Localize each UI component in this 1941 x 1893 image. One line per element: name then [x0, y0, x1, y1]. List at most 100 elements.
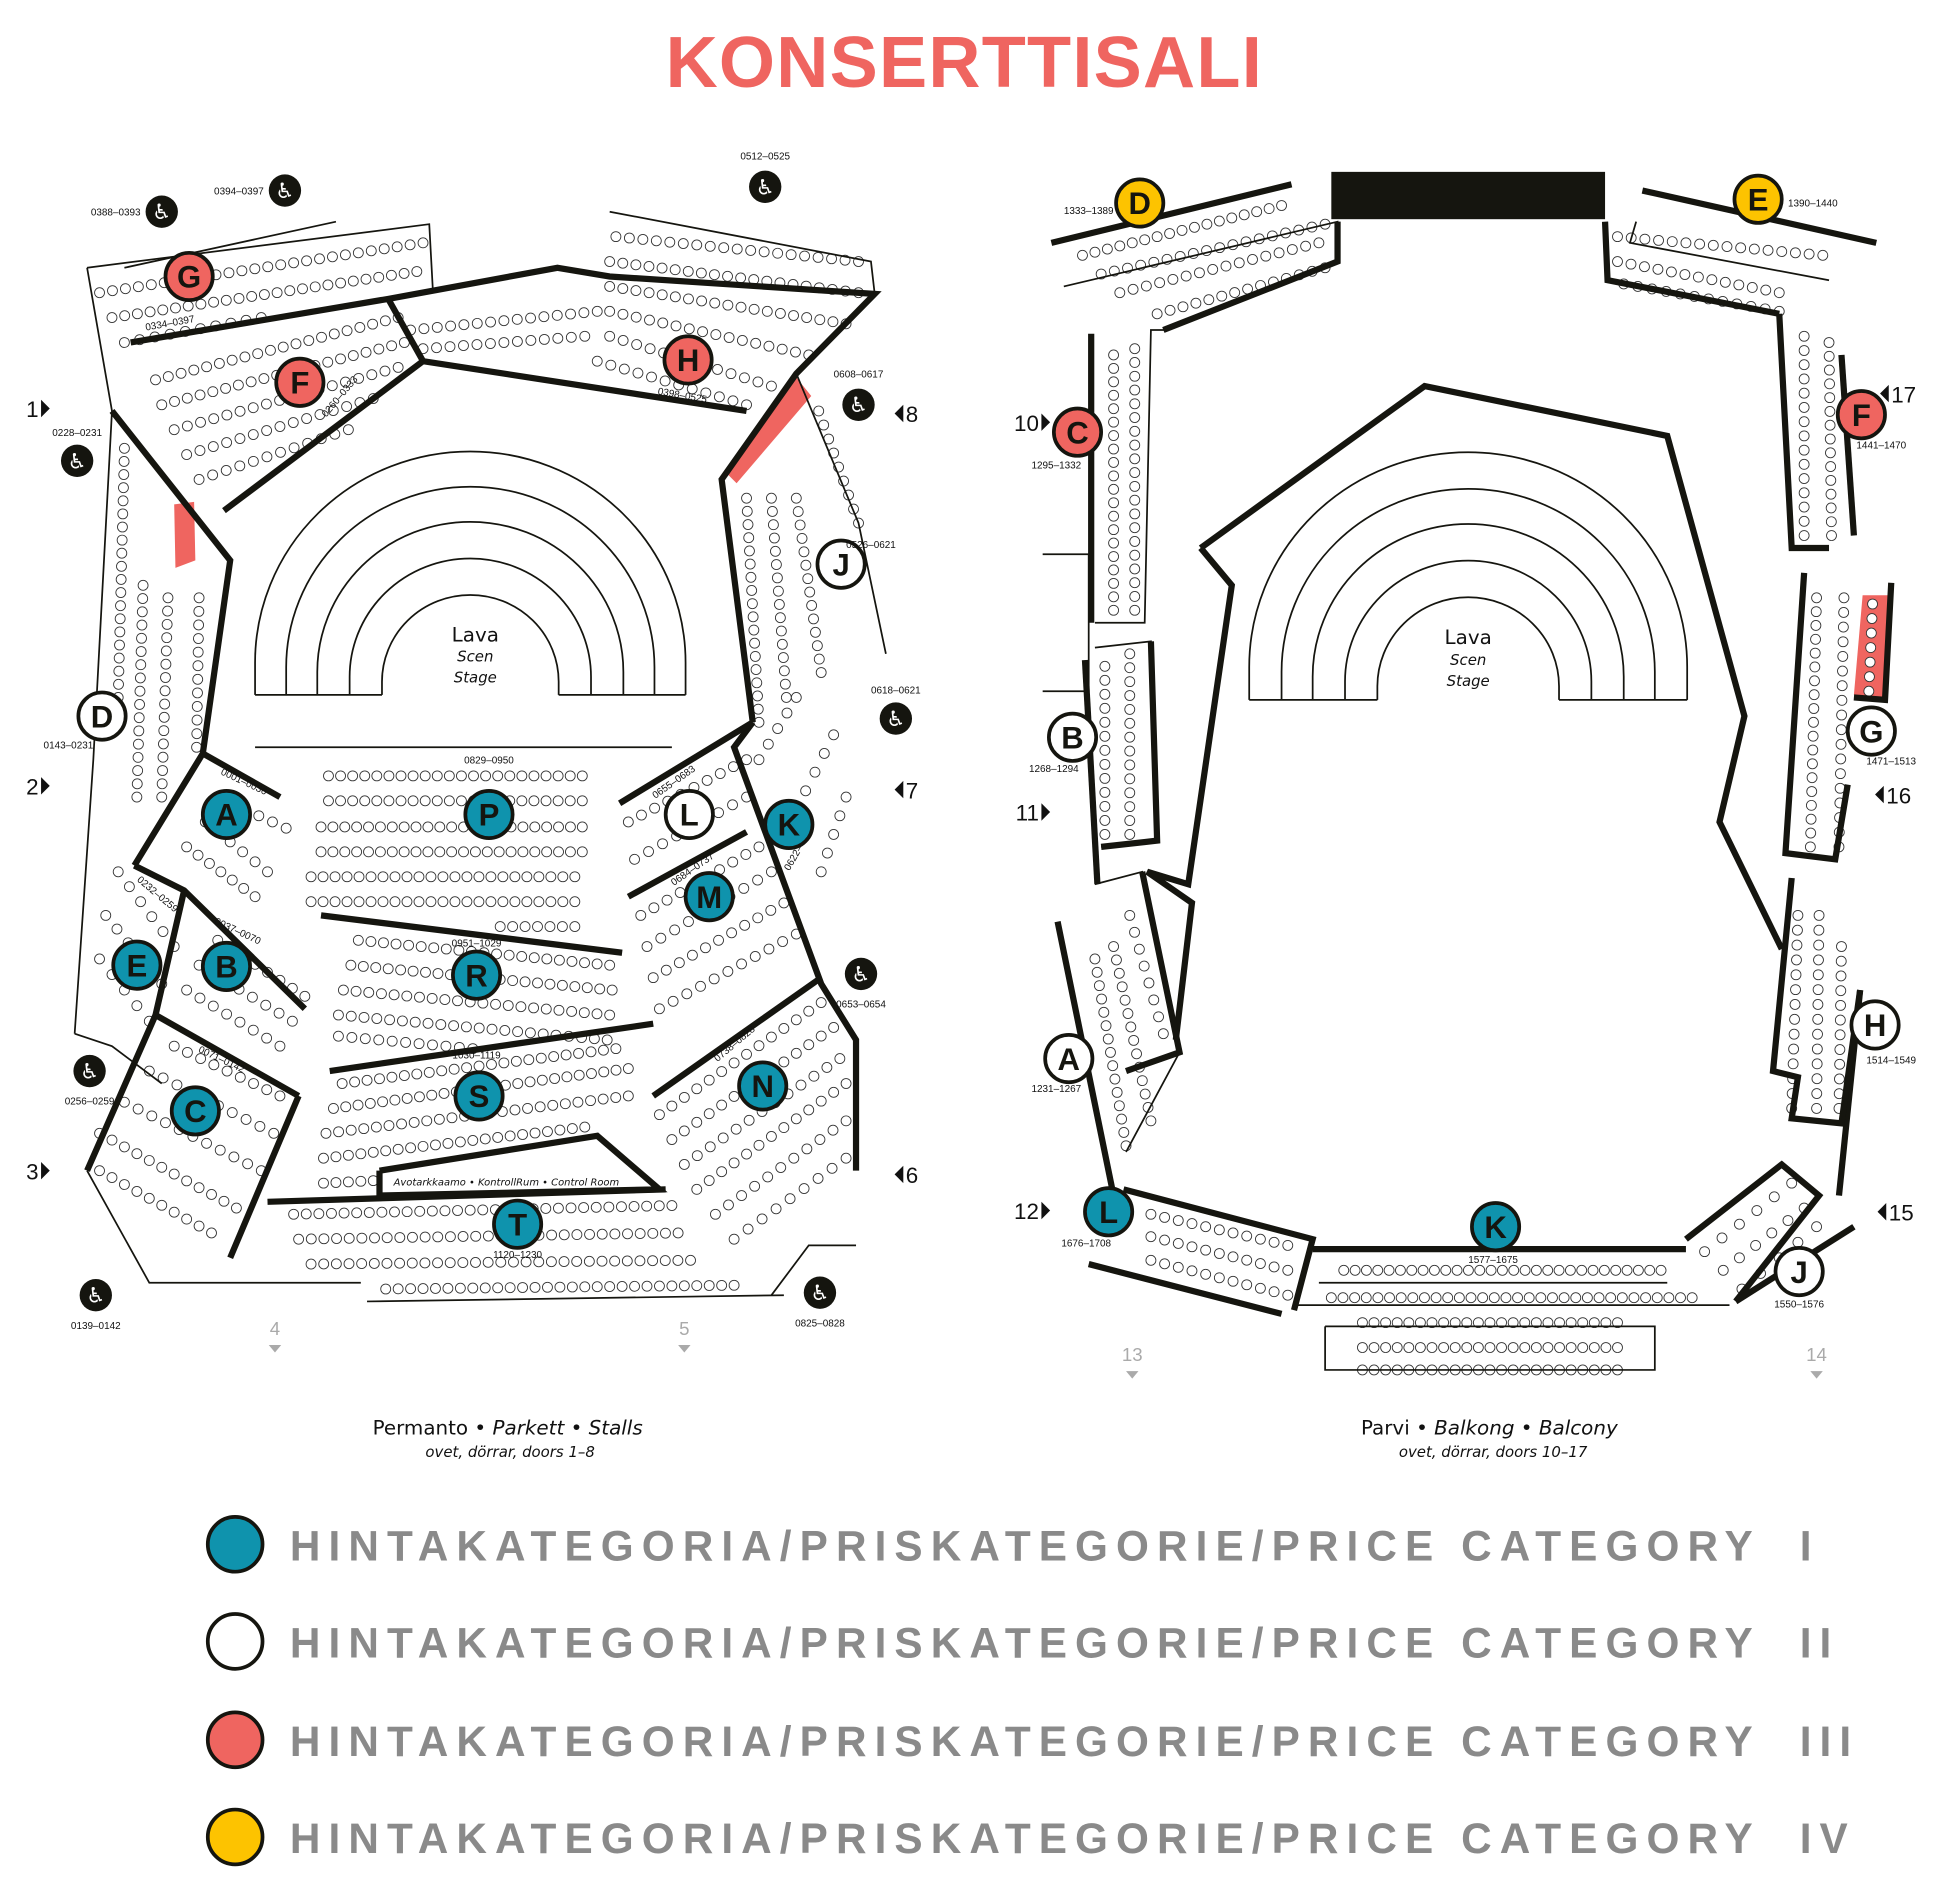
seat[interactable]: [634, 1255, 646, 1267]
seat[interactable]: [697, 326, 708, 338]
seat[interactable]: [370, 1121, 382, 1133]
seat[interactable]: [681, 988, 693, 1000]
seat[interactable]: [420, 966, 431, 978]
seat[interactable]: [798, 546, 810, 558]
seat[interactable]: [1587, 1264, 1599, 1276]
seat[interactable]: [549, 1073, 561, 1084]
balcony-section-h-badge[interactable]: H: [1849, 999, 1901, 1051]
seat[interactable]: [1825, 516, 1837, 528]
seat[interactable]: [444, 341, 456, 353]
seat[interactable]: [1776, 246, 1788, 257]
seat[interactable]: [192, 849, 204, 861]
seat[interactable]: [767, 506, 778, 517]
seat[interactable]: [1692, 271, 1704, 283]
seat[interactable]: [271, 287, 283, 299]
seat[interactable]: [357, 960, 369, 972]
seat[interactable]: [1867, 598, 1878, 610]
seat[interactable]: [553, 846, 564, 858]
seat[interactable]: [228, 1151, 240, 1163]
seat[interactable]: [1644, 1264, 1656, 1276]
seat[interactable]: [407, 965, 419, 977]
seat[interactable]: [1621, 1264, 1633, 1276]
seat[interactable]: [159, 698, 171, 710]
seat[interactable]: [1325, 1292, 1337, 1304]
seat[interactable]: [1126, 237, 1138, 249]
seat[interactable]: [398, 1070, 410, 1081]
seat[interactable]: [1616, 1292, 1628, 1304]
seat[interactable]: [753, 754, 765, 766]
seat[interactable]: [440, 1040, 452, 1052]
stalls-section-s-badge[interactable]: S: [453, 1070, 505, 1122]
seat[interactable]: [1542, 1264, 1554, 1276]
seat[interactable]: [659, 375, 671, 387]
seat[interactable]: [1107, 1060, 1119, 1072]
seat[interactable]: [414, 1205, 426, 1217]
seat[interactable]: [371, 795, 383, 807]
seat[interactable]: [1824, 378, 1835, 390]
seat[interactable]: [1124, 662, 1136, 674]
seat[interactable]: [436, 1065, 448, 1077]
seat[interactable]: [536, 1074, 548, 1086]
seat[interactable]: [1750, 1239, 1762, 1251]
seat[interactable]: [1565, 1317, 1577, 1329]
seat[interactable]: [356, 1232, 368, 1244]
seat[interactable]: [221, 1008, 233, 1020]
seat[interactable]: [467, 1135, 479, 1146]
seat[interactable]: [585, 1095, 596, 1107]
seat[interactable]: [341, 896, 353, 908]
stalls-section-c-badge[interactable]: C: [169, 1085, 221, 1137]
seat[interactable]: [722, 965, 734, 977]
balcony-section-g-badge[interactable]: G: [1845, 705, 1897, 757]
seat[interactable]: [427, 1039, 438, 1051]
seat[interactable]: [509, 896, 521, 908]
seat[interactable]: [114, 613, 126, 625]
seat[interactable]: [1108, 389, 1119, 401]
seat[interactable]: [1268, 1236, 1280, 1248]
seat[interactable]: [94, 953, 105, 965]
seat[interactable]: [650, 235, 662, 247]
seat[interactable]: [656, 262, 668, 274]
seat[interactable]: [618, 363, 630, 375]
seat[interactable]: [1124, 787, 1136, 799]
seat[interactable]: [1096, 993, 1108, 1005]
seat[interactable]: [542, 1126, 553, 1137]
seat[interactable]: [364, 1098, 376, 1109]
seat[interactable]: [1496, 1264, 1508, 1276]
seat[interactable]: [1099, 730, 1111, 742]
seat[interactable]: [1129, 522, 1141, 534]
seat[interactable]: [267, 816, 278, 828]
seat[interactable]: [714, 768, 726, 779]
seat[interactable]: [545, 896, 557, 908]
seat[interactable]: [752, 912, 764, 924]
seat[interactable]: [834, 810, 846, 822]
seat[interactable]: [1099, 674, 1111, 686]
seat[interactable]: [1430, 1292, 1442, 1304]
seat[interactable]: [569, 871, 581, 883]
seat[interactable]: [248, 1078, 259, 1089]
seat[interactable]: [388, 989, 400, 1001]
seat[interactable]: [742, 519, 754, 530]
seat[interactable]: [1140, 280, 1152, 292]
seat[interactable]: [751, 677, 763, 689]
seat[interactable]: [1286, 244, 1298, 255]
seat[interactable]: [1143, 977, 1155, 989]
seat[interactable]: [1129, 453, 1141, 465]
seat[interactable]: [741, 1148, 752, 1160]
seat[interactable]: [730, 1123, 742, 1135]
seat[interactable]: [457, 1231, 469, 1242]
seat[interactable]: [1788, 1028, 1800, 1040]
seat[interactable]: [603, 1201, 615, 1213]
seat[interactable]: [617, 257, 629, 269]
seat[interactable]: [687, 949, 698, 961]
seat[interactable]: [1810, 633, 1821, 645]
seat[interactable]: [428, 942, 440, 954]
seat[interactable]: [131, 791, 143, 803]
seat[interactable]: [1260, 250, 1272, 262]
seat[interactable]: [1136, 1075, 1148, 1087]
seat[interactable]: [1834, 1029, 1846, 1041]
seat[interactable]: [522, 1102, 533, 1114]
seat[interactable]: [1159, 1258, 1171, 1270]
seat[interactable]: [778, 1056, 790, 1068]
seat[interactable]: [768, 519, 779, 531]
seat[interactable]: [744, 545, 755, 557]
